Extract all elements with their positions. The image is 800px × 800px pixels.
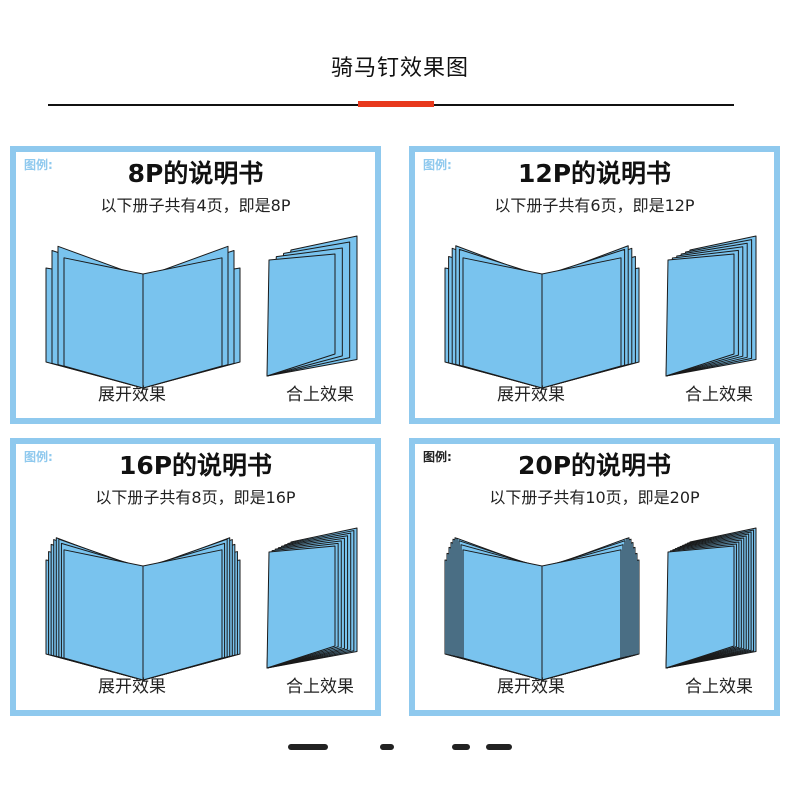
- booklet-title: 12P的说明书: [517, 159, 672, 188]
- open-right-page: [541, 257, 622, 389]
- open-right-page: [142, 257, 223, 389]
- open-right-page: [142, 549, 223, 681]
- booklet-description: 以下册子共有6页，即是12P: [494, 196, 695, 215]
- open-caption: 展开效果: [98, 385, 166, 405]
- open-left-page: [63, 257, 144, 389]
- title-accent-bar: [358, 101, 434, 107]
- booklet-description: 以下册子共有8页，即是16P: [95, 488, 296, 507]
- open-caption: 展开效果: [98, 677, 166, 697]
- closed-caption: 合上效果: [685, 385, 753, 405]
- legend-tag: 图例:: [423, 450, 452, 464]
- cropped-text-fragment: [288, 744, 328, 750]
- booklet-panel-12p: 图例: 12P的说明书 以下册子共有6页，即是12P 展开效果 合上效果: [409, 146, 780, 424]
- cropped-text-fragment: [486, 744, 512, 750]
- booklet-illustration: [45, 235, 358, 389]
- booklet-description: 以下册子共有4页，即是8P: [100, 196, 291, 215]
- booklet-panel-8p: 图例: 8P的说明书 以下册子共有4页，即是8P 展开效果 合上效果: [10, 146, 381, 424]
- cropped-text-fragment: [380, 744, 394, 750]
- booklet-panel-20p: 图例: 20P的说明书 以下册子共有10页，即是20P 展开效果 合上效果: [409, 438, 780, 716]
- page-title: 骑马钉效果图: [330, 56, 469, 81]
- booklet-illustration: [444, 527, 757, 681]
- open-caption: 展开效果: [497, 677, 565, 697]
- open-left-page: [63, 549, 144, 681]
- legend-tag: 图例:: [24, 450, 53, 464]
- open-caption: 展开效果: [497, 385, 565, 405]
- booklet-title: 8P的说明书: [127, 159, 264, 188]
- closed-page: [266, 253, 336, 377]
- closed-page: [665, 253, 735, 377]
- booklet-title: 16P的说明书: [118, 451, 273, 480]
- closed-page: [266, 545, 336, 669]
- closed-caption: 合上效果: [685, 677, 753, 697]
- legend-tag: 图例:: [423, 158, 452, 172]
- open-right-page: [541, 549, 622, 681]
- booklet-title: 20P的说明书: [517, 451, 672, 480]
- closed-caption: 合上效果: [286, 677, 354, 697]
- booklet-panel-16p: 图例: 16P的说明书 以下册子共有8页，即是16P 展开效果 合上效果: [10, 438, 381, 716]
- booklet-illustration: [45, 527, 358, 681]
- cropped-text-fragment: [452, 744, 470, 750]
- open-left-page: [462, 549, 543, 681]
- booklet-illustration: [444, 235, 757, 389]
- legend-tag: 图例:: [24, 158, 53, 172]
- open-left-page: [462, 257, 543, 389]
- closed-page: [665, 545, 735, 669]
- closed-caption: 合上效果: [286, 385, 354, 405]
- booklet-description: 以下册子共有10页，即是20P: [489, 488, 700, 507]
